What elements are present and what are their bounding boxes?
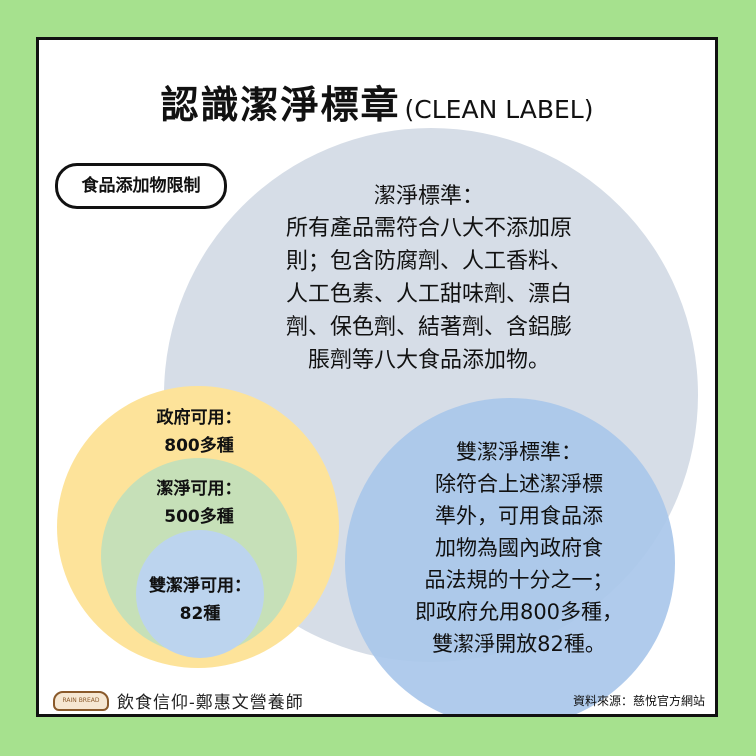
clean-standard-body: 所有產品需符合八大不添加原 則；包含防腐劑、人工香料、 人工色素、人工甜味劑、漂…	[239, 212, 619, 377]
clean-value: 500多種	[164, 507, 234, 527]
double-clean-standard-circle	[345, 398, 675, 714]
double-standard-line: 品法規的十分之一；	[424, 568, 614, 592]
clean-standard-line: 人工色素、人工甜味劑、漂白	[285, 282, 572, 307]
double-standard-heading: 雙潔淨標準：	[456, 440, 582, 464]
page-title: 認識潔淨標章(CLEAN LABEL)	[39, 74, 715, 130]
clean-standard-line: 劑、保色劑、結著劑、含鋁膨	[285, 315, 572, 340]
title-main: 認識潔淨標章	[160, 83, 401, 127]
clean-standard-heading: 潔淨標準：	[373, 184, 484, 209]
author-footer: RAIN BREAD 飲食信仰-鄭惠文營養師	[53, 688, 304, 713]
speech-bubble: 食品添加物限制	[55, 163, 227, 209]
government-count: 政府可用： 800多種	[99, 404, 299, 460]
double-standard-line: 雙潔淨開放82種。	[432, 632, 606, 656]
bread-logo-icon: RAIN BREAD	[53, 690, 109, 711]
double-standard-body: 除符合上述潔淨標 準外，可用食品添 加物為國內政府食 品法規的十分之一； 即政府…	[389, 468, 649, 660]
double-standard-line: 除符合上述潔淨標	[435, 472, 603, 496]
double-clean-count: 雙潔淨可用： 82種	[105, 572, 295, 628]
government-value: 800多種	[164, 436, 234, 456]
double-standard-line: 即政府允用800多種，	[414, 600, 624, 624]
clean-standard-line: 所有產品需符合八大不添加原	[285, 216, 572, 241]
double-standard-line: 準外，可用食品添	[435, 504, 603, 528]
clean-standard-line: 脹劑等八大食品添加物。	[307, 348, 550, 373]
double-standard-line: 加物為國內政府食	[435, 536, 603, 560]
double-clean-value: 82種	[179, 604, 221, 624]
clean-count: 潔淨可用： 500多種	[99, 475, 299, 531]
infographic-card: 認識潔淨標章(CLEAN LABEL) 食品添加物限制 潔淨標準： 所有產品需符…	[36, 37, 718, 717]
double-clean-circle	[136, 530, 264, 658]
clean-standard-line: 則；包含防腐劑、人工香料、	[285, 249, 572, 274]
government-label: 政府可用：	[156, 408, 242, 428]
author-name: 飲食信仰-鄭惠文營養師	[117, 693, 304, 713]
double-clean-label: 雙潔淨可用：	[149, 576, 251, 596]
data-source: 資料來源：慈悅官方網站	[572, 694, 705, 708]
title-sub: (CLEAN LABEL)	[404, 95, 594, 124]
clean-label: 潔淨可用：	[156, 479, 242, 499]
